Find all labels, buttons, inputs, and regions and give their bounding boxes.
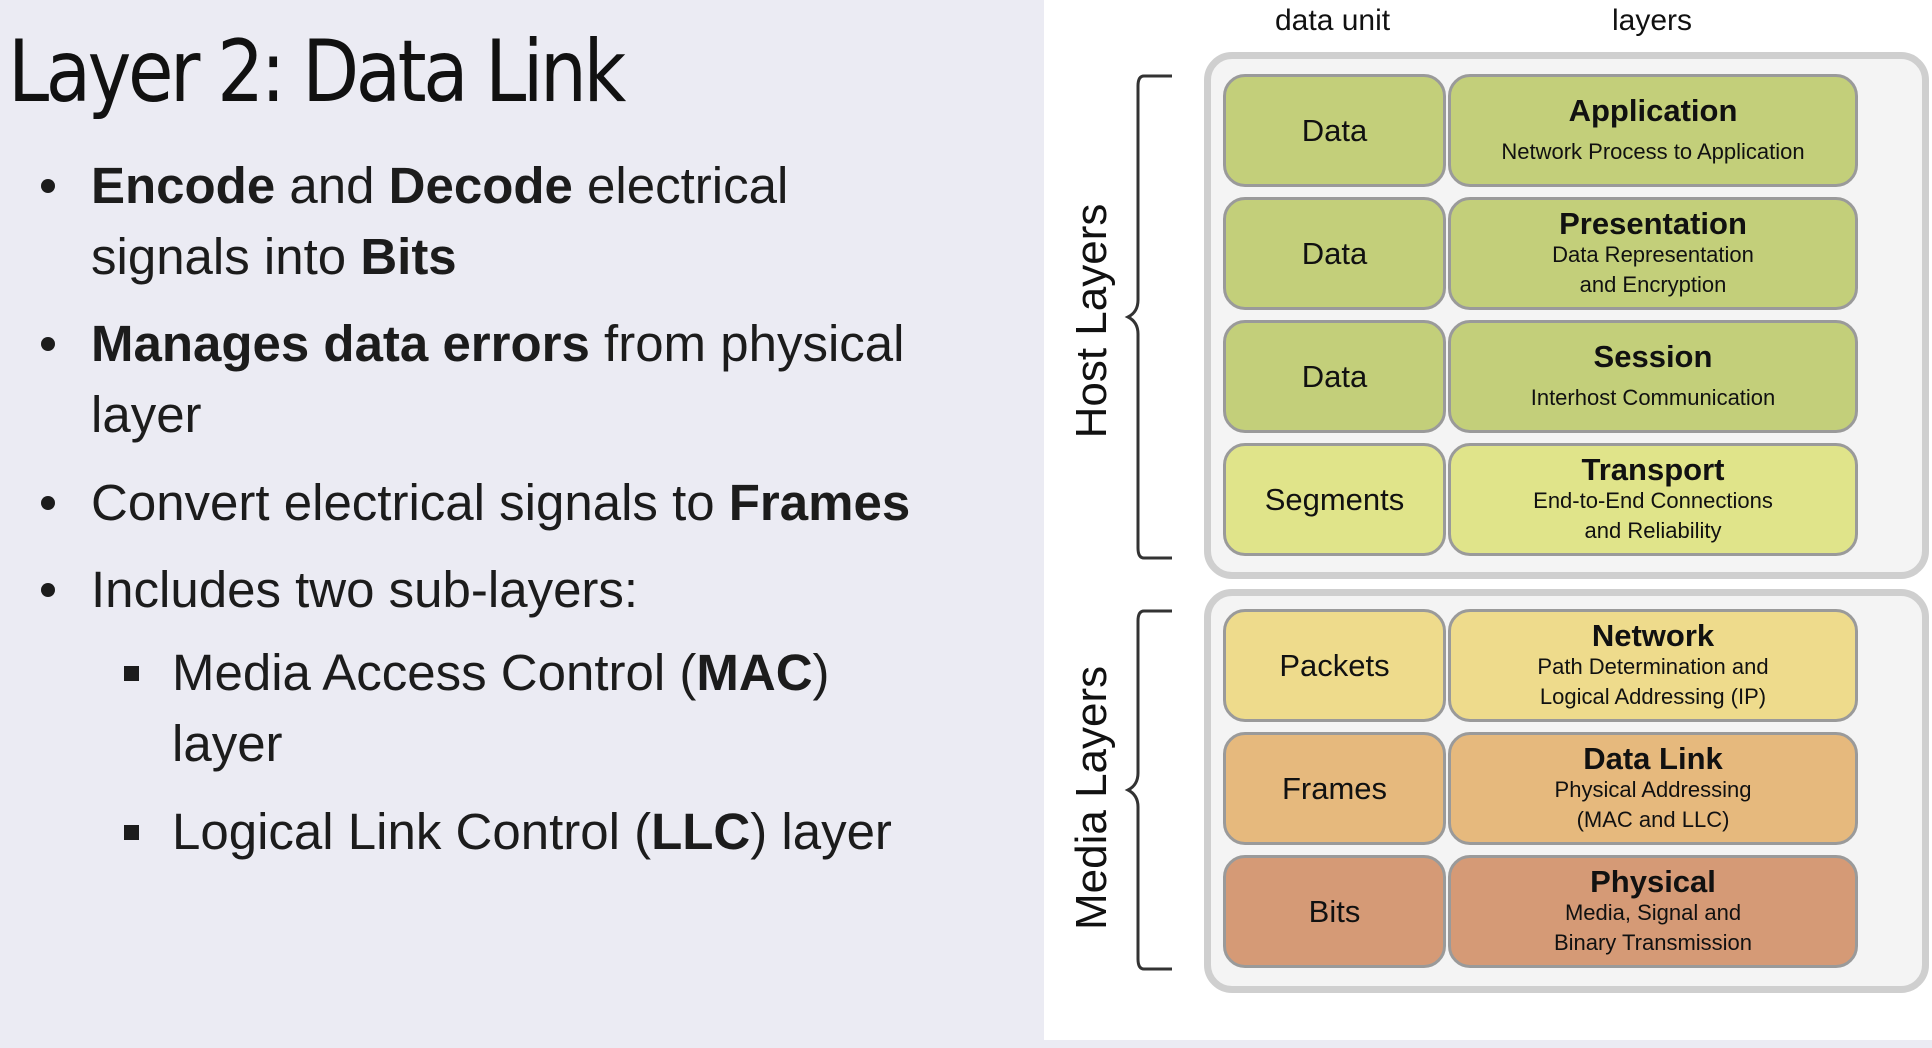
text: layer: [91, 386, 202, 443]
data-unit-cell: Bits: [1223, 855, 1446, 968]
layer-name: Data Link: [1583, 740, 1723, 776]
media-layers-brace: [1124, 609, 1172, 971]
layer-description: Binary Transmission: [1553, 929, 1753, 955]
text: electrical: [572, 157, 789, 214]
layer-description: End-to-End Connections: [1533, 487, 1773, 513]
layer-description: Logical Addressing (IP): [1539, 683, 1767, 709]
text: Convert electrical signals to: [91, 474, 729, 531]
bold-text: MAC: [696, 644, 813, 701]
slide-title: Layer 2: Data Link: [8, 22, 626, 122]
data-unit-label: Bits: [1308, 893, 1361, 929]
text: from physical: [589, 315, 905, 372]
bullet-item: Includes two sub-layers:: [41, 554, 638, 625]
text: Logical Link Control (: [172, 803, 652, 860]
sub-bullet-item: Media Access Control (MAC) layer: [124, 637, 830, 779]
bold-text: LLC: [651, 803, 751, 860]
bottom-strip: [0, 1040, 1932, 1048]
data-unit-cell: Data: [1223, 320, 1446, 433]
layer-name: Presentation: [1559, 205, 1747, 241]
data-unit-label: Packets: [1279, 647, 1390, 683]
osi-diagram: data unit layers Host Layers Media Layer…: [1044, 0, 1932, 1040]
layer-name: Physical: [1590, 863, 1716, 899]
layer-description: Media, Signal and: [1564, 899, 1742, 925]
bold-text: Frames: [728, 474, 911, 531]
layer-description: Data Representation: [1552, 241, 1754, 267]
host-layers-label: Host Layers: [1067, 203, 1116, 439]
bullet-line: layer: [172, 708, 830, 779]
data-unit-cell: Segments: [1223, 443, 1446, 556]
layer-name: Application: [1568, 92, 1738, 128]
data-unit-label: Data: [1301, 358, 1368, 394]
text: ) layer: [750, 803, 892, 860]
sub-bullet-item: Logical Link Control (LLC) layer: [124, 796, 892, 867]
text: signals into: [91, 228, 361, 285]
layer-name: Network: [1591, 617, 1715, 653]
layer-description: (MAC and LLC): [1576, 806, 1730, 832]
text: layer: [172, 715, 283, 772]
square-bullet-icon: [124, 666, 139, 681]
layer-description: Physical Addressing: [1554, 776, 1752, 802]
bullet-item: Manages data errors from physical layer: [41, 308, 904, 450]
media-layers-label: Media Layers: [1067, 665, 1116, 930]
text: Includes two sub-layers:: [91, 561, 639, 618]
data-unit-label: Segments: [1264, 481, 1405, 517]
bullet-dot-icon: [41, 496, 55, 510]
bullet-line: signals into Bits: [91, 221, 788, 292]
bullet-line: Convert electrical signals to Frames: [91, 467, 910, 538]
data-unit-label: Data: [1301, 235, 1368, 271]
data-unit-label: Frames: [1281, 770, 1388, 806]
bullet-dot-icon: [41, 337, 55, 351]
data-unit-cell: Packets: [1223, 609, 1446, 722]
bullet-dot-icon: [41, 179, 55, 193]
text: ): [812, 644, 830, 701]
layer-description: Network Process to Application: [1501, 138, 1805, 164]
layer-description: and Encryption: [1579, 271, 1727, 297]
layer-name: Transport: [1581, 451, 1725, 487]
bold-text: Encode: [91, 157, 276, 214]
data-unit-label: Data: [1301, 112, 1368, 148]
bold-text: Manages data errors: [91, 315, 590, 372]
layer-description: Interhost Communication: [1530, 384, 1776, 410]
bullet-line: Includes two sub-layers:: [91, 554, 638, 625]
bold-text: Decode: [388, 157, 573, 214]
slide-text-panel: Layer 2: Data Link Encode and Decode ele…: [8, 22, 911, 867]
bold-text: Bits: [360, 228, 457, 285]
bullet-line: layer: [91, 379, 904, 450]
layer-description: and Reliability: [1584, 517, 1722, 543]
host-layers-brace: [1124, 74, 1172, 560]
header-layers: layers: [1612, 4, 1693, 37]
data-unit-cell: Frames: [1223, 732, 1446, 845]
data-unit-cell: Data: [1223, 74, 1446, 187]
bullet-line: Media Access Control (MAC): [172, 637, 830, 708]
bullet-line: Logical Link Control (LLC) layer: [172, 796, 892, 867]
bullet-item: Convert electrical signals to Frames: [41, 467, 910, 538]
text: and: [275, 157, 389, 214]
square-bullet-icon: [124, 825, 139, 840]
layer-description: Path Determination and: [1537, 653, 1769, 679]
data-unit-cell: Data: [1223, 197, 1446, 310]
layer-name: Session: [1593, 338, 1713, 374]
bullet-dot-icon: [41, 583, 55, 597]
bullet-line: Manages data errors from physical: [91, 308, 904, 379]
bullet-line: Encode and Decode electrical: [91, 150, 788, 221]
text: Media Access Control (: [172, 644, 697, 701]
header-data-unit: data unit: [1275, 4, 1391, 37]
